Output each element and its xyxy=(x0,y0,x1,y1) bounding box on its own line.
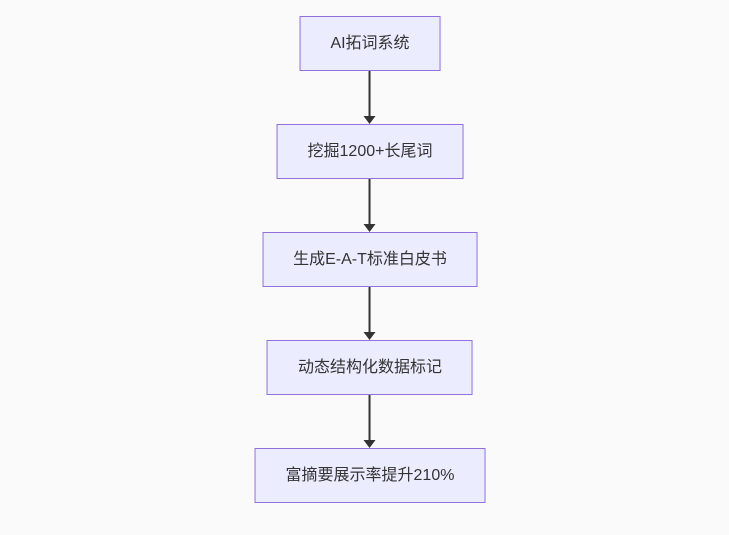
arrow-line xyxy=(369,395,371,440)
arrow-line xyxy=(369,287,371,332)
flow-node-eat-whitepaper: 生成E-A-T标准白皮书 xyxy=(262,232,478,287)
arrow-head-icon xyxy=(364,332,376,340)
arrow-connector xyxy=(364,395,376,448)
arrow-head-icon xyxy=(364,440,376,448)
arrow-connector xyxy=(364,287,376,340)
flow-node-ai-word-expansion: AI拓词系统 xyxy=(299,16,441,71)
flowchart: AI拓词系统 挖掘1200+长尾词 生成E-A-T标准白皮书 动态结构化数据标记… xyxy=(254,16,486,503)
flow-node-structured-data-markup: 动态结构化数据标记 xyxy=(266,340,473,395)
arrow-head-icon xyxy=(364,224,376,232)
arrow-connector xyxy=(364,179,376,232)
flow-node-rich-snippet-rate: 富摘要展示率提升210% xyxy=(254,448,486,503)
arrow-connector xyxy=(364,71,376,124)
flow-node-longtail-mining: 挖掘1200+长尾词 xyxy=(276,124,464,179)
arrow-line xyxy=(369,71,371,116)
arrow-head-icon xyxy=(364,116,376,124)
arrow-line xyxy=(369,179,371,224)
